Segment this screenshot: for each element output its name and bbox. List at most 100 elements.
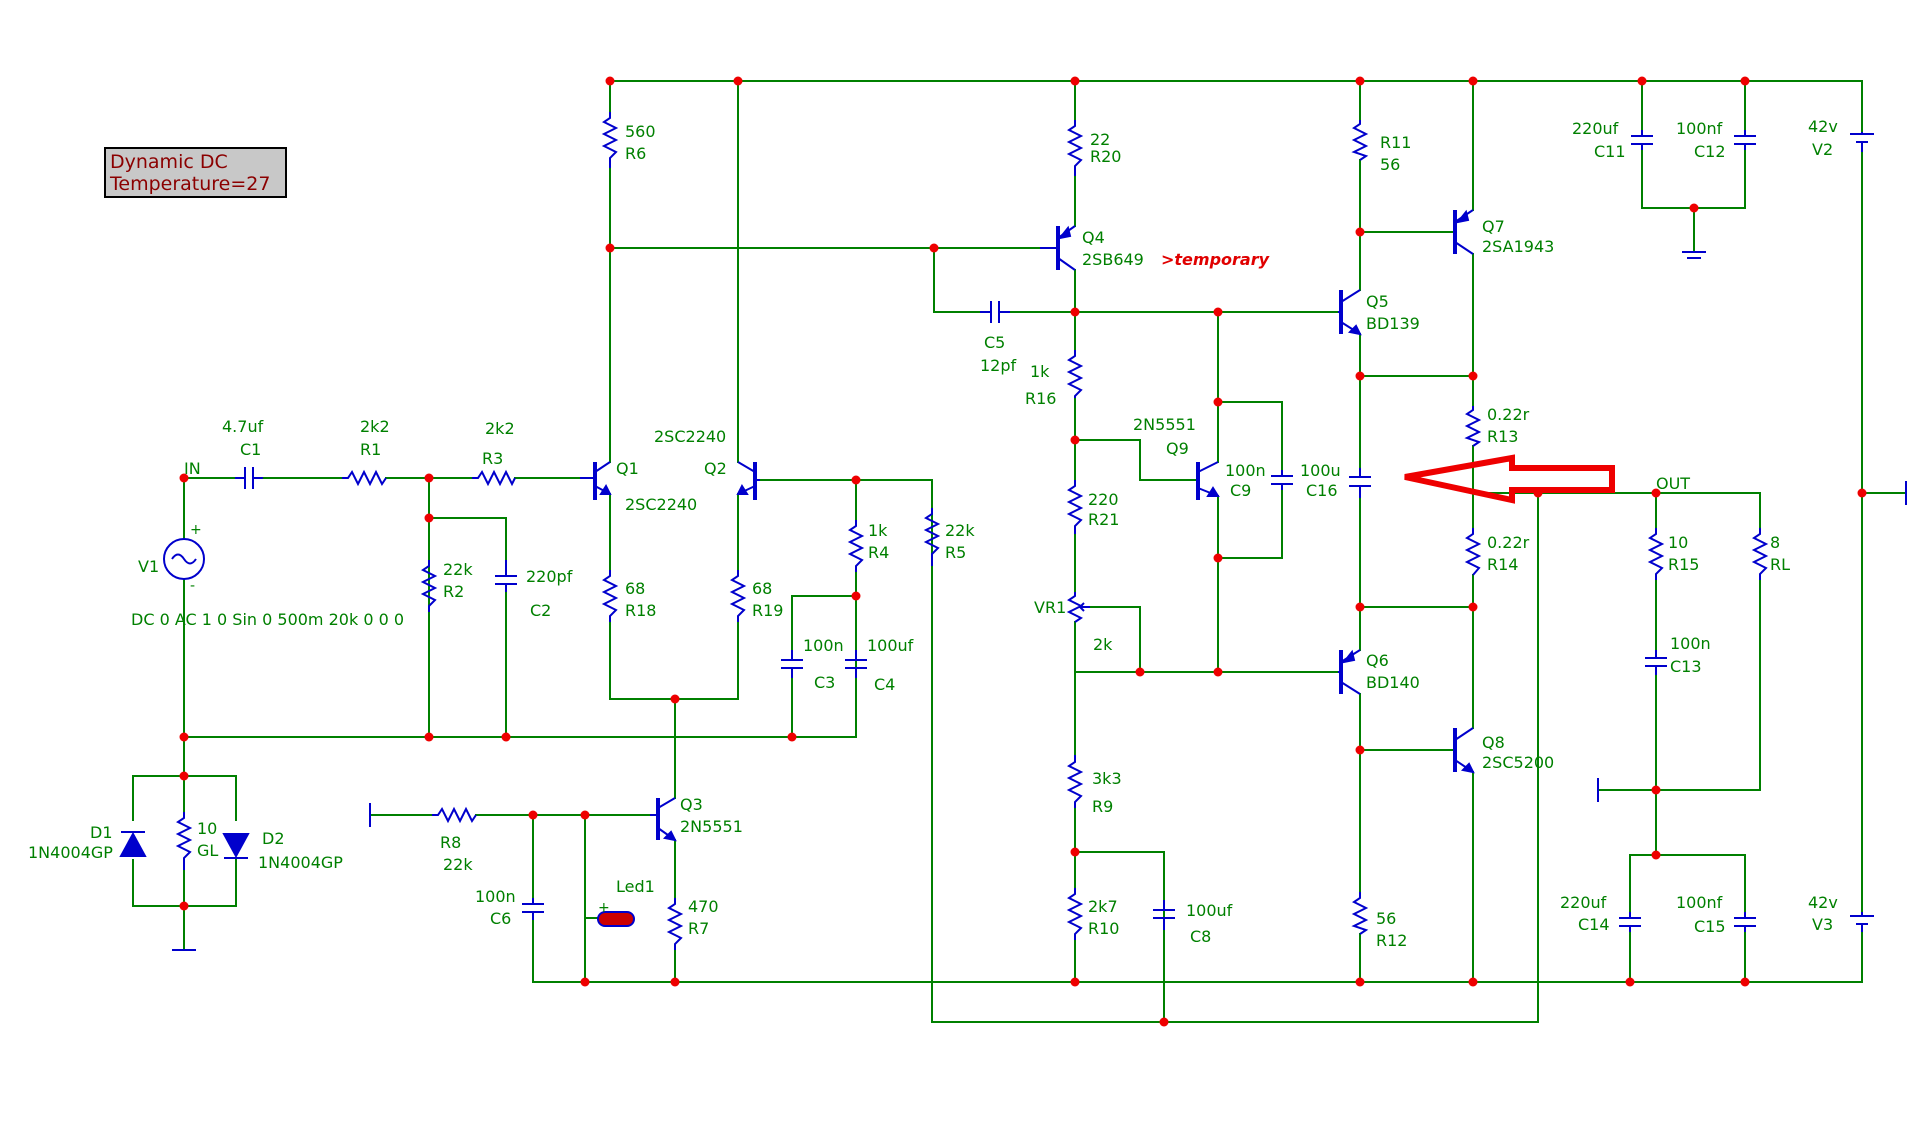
junction-dot [670,694,680,704]
label-c11-name: C11 [1594,142,1626,161]
label-r9-value: 3k3 [1092,769,1122,788]
junction-dot [1355,227,1365,237]
label-r7-value: 470 [688,897,719,916]
label-c8-name: C8 [1190,927,1211,946]
label-c2-value: 220pf [526,567,573,586]
label-q8-name: Q8 [1482,733,1505,752]
label-r10-value: 2k7 [1088,897,1118,916]
simulation-info-panel: Dynamic DC Temperature=27 [104,147,287,198]
label-r3-name: R3 [482,449,503,468]
junction-dot [1533,488,1543,498]
label-r13-value: 0.22r [1487,405,1530,424]
junction-dot [1468,977,1478,987]
resistor-r12 [1351,892,1369,935]
junction-dot [1070,76,1080,86]
capacitor-c15 [1734,912,1756,932]
ac-source-v1 [163,538,205,580]
resistor-r19 [729,570,747,622]
resistor-r4 [847,520,865,572]
label-r2-value: 22k [443,560,473,579]
label-c15-name: C15 [1694,917,1726,936]
ground-symbol-c11 [1682,251,1706,259]
label-q8-part: 2SC5200 [1482,753,1554,772]
resistor-r15 [1647,528,1665,580]
label-c11-value: 220uf [1572,119,1619,138]
transistor-q9 [1196,461,1220,500]
junction-dot [1625,977,1635,987]
label-c1-value: 4.7uf [222,417,264,436]
junction-dot [1213,667,1223,677]
capacitor-c6 [522,898,544,920]
junction-dot [580,977,590,987]
capacitor-c8 [1153,900,1175,930]
junction-dot [1651,785,1661,795]
resistor-r2 [420,560,438,612]
label-c4-name: C4 [874,675,895,694]
junction-dot [179,732,189,742]
red-arrow-annotation [1404,454,1615,504]
resistor-r6 [601,112,619,168]
junction-dot [1689,203,1699,213]
label-c2-name: C2 [530,601,551,620]
junction-dot [1070,307,1080,317]
label-q2-name: Q2 [704,459,727,478]
junction-dot [528,810,538,820]
junction-dot [1355,76,1365,86]
label-r19-value: 68 [752,579,772,598]
transistor-q7 [1453,209,1474,255]
label-c14-value: 220uf [1560,893,1607,912]
label-c6-value: 100n [475,887,516,906]
junction-dot [1468,371,1478,381]
junction-dot [1857,488,1867,498]
label-r21-name: R21 [1088,510,1119,529]
junction-dot [1159,1017,1169,1027]
label-v2-value: 42v [1808,117,1838,136]
resistor-r11 [1351,120,1369,161]
junction-dot [605,243,615,253]
label-c3-name: C3 [814,673,835,692]
label-d2-name: D2 [262,829,285,848]
resistor-r21 [1066,480,1084,534]
label-c13-value: 100n [1670,634,1711,653]
resistor-r5 [923,508,941,566]
capacitor-c2 [495,560,517,592]
junction-dot [1355,602,1365,612]
junction-dot [580,810,590,820]
wires [132,80,1905,1023]
resistor-gl [175,812,193,870]
label-c16-name: C16 [1306,481,1338,500]
junction-dot [1355,977,1365,987]
diode-d2 [222,833,250,859]
transistor-q4 [1040,225,1076,271]
label-temporary-note: >temporary [1161,250,1270,269]
label-d1-name: D1 [90,823,113,842]
junction-dot [1468,602,1478,612]
label-d1-part: 1N4004GP [28,843,113,862]
label-r1-value: 2k2 [360,417,390,436]
label-gl-name: GL [197,841,218,860]
resistor-r13 [1464,406,1482,447]
label-r21-value: 220 [1088,490,1119,509]
junction-dot [851,475,861,485]
resistor-rl [1751,528,1769,580]
label-c5-value: 12pf [980,356,1017,375]
capacitor-c12 [1734,130,1756,150]
resistor-r3 [472,469,516,487]
label-r8-name: R8 [440,833,461,852]
label-r14-value: 0.22r [1487,533,1530,552]
junction-dot [605,76,615,86]
capacitor-c14 [1619,912,1641,932]
capacitor-c4 [845,650,867,678]
transistor-q3 [650,797,677,842]
label-rl-value: 8 [1770,533,1780,552]
label-c14-name: C14 [1578,915,1610,934]
label-v1-name: V1 [138,557,159,576]
junction-dot [1135,667,1145,677]
label-c8-value: 100uf [1186,901,1233,920]
label-v1-minus: - [190,578,195,594]
label-q7-part: 2SA1943 [1482,237,1554,256]
junction-dot [733,76,743,86]
junction-dot [1213,397,1223,407]
label-r13-name: R13 [1487,427,1518,446]
junction-dot [424,513,434,523]
